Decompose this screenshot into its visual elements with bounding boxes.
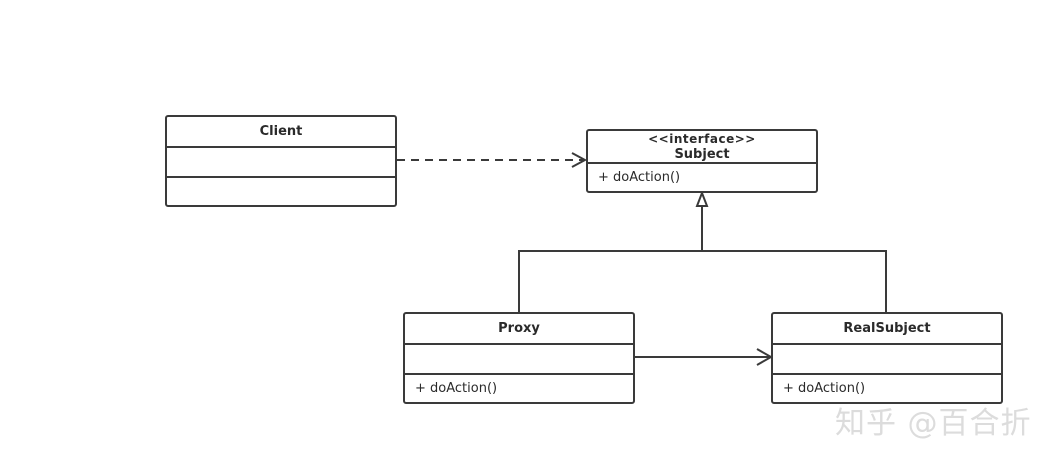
class-subject-name: <<interface>> Subject xyxy=(588,131,816,164)
class-proxy-name: Proxy xyxy=(405,314,633,345)
realization-arrowhead-icon xyxy=(695,190,709,207)
class-subject-stereotype: <<interface>> xyxy=(648,131,756,146)
class-subject-operation: + doAction() xyxy=(598,170,681,185)
class-proxy-attributes xyxy=(405,345,633,375)
class-subject[interactable]: <<interface>> Subject + doAction() xyxy=(586,129,818,193)
class-client-operations xyxy=(167,178,395,205)
class-proxy-operation: + doAction() xyxy=(415,381,498,396)
class-realsubject-attributes xyxy=(773,345,1001,375)
dependency-arrowhead-icon xyxy=(571,152,588,168)
class-realsubject-name: RealSubject xyxy=(773,314,1001,345)
watermark-text: 知乎 @百合折 xyxy=(835,406,1032,441)
class-proxy-operations: + doAction() xyxy=(405,375,633,402)
class-client-name: Client xyxy=(167,117,395,148)
class-client-attributes xyxy=(167,148,395,178)
class-subject-title: Subject xyxy=(674,146,730,162)
class-client-title: Client xyxy=(259,124,303,139)
class-subject-operations: + doAction() xyxy=(588,164,816,191)
class-realsubject-operations: + doAction() xyxy=(773,375,1001,402)
class-client[interactable]: Client xyxy=(165,115,397,207)
class-proxy[interactable]: Proxy + doAction() xyxy=(403,312,635,404)
class-realsubject-operation: + doAction() xyxy=(783,381,866,396)
class-realsubject[interactable]: RealSubject + doAction() xyxy=(771,312,1003,404)
class-proxy-title: Proxy xyxy=(498,321,540,336)
class-realsubject-title: RealSubject xyxy=(843,321,931,336)
